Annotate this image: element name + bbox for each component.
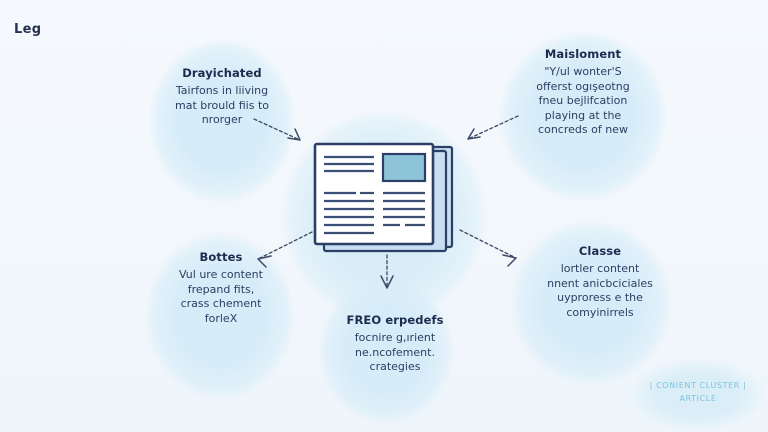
- cluster-title: Maisloment: [544, 47, 622, 61]
- cluster-title: FREO erpedefs: [346, 313, 444, 327]
- cluster-body-line: Tairfons in liiving: [175, 84, 269, 98]
- cluster-body-line: focnire g,ırient: [354, 331, 436, 345]
- document-text-lines-bottom-right: [383, 191, 425, 227]
- cluster-body: lortler content nnent anicbciciales uypr…: [512, 262, 688, 320]
- cluster-body-line: uyproress e the: [557, 291, 643, 305]
- legend-label: Leg: [14, 22, 42, 37]
- cluster-top-left[interactable]: Drayichated Tairfons in liiving mat brou…: [136, 66, 308, 128]
- cluster-body-line: "Y/ul wonter'S: [544, 65, 622, 79]
- article-document-icon: [312, 141, 458, 257]
- document-text-lines-top-left: [324, 155, 374, 173]
- cluster-body: Vul ure content frepand fits, crass chem…: [138, 268, 304, 326]
- cluster-body-line: nnent anicbciciales: [547, 276, 653, 290]
- cluster-body-line: lortler content: [560, 262, 640, 276]
- cluster-title: Classe: [578, 244, 622, 258]
- cluster-body: "Y/ul wonter'S offerst ogışeotng fneu be…: [494, 65, 672, 138]
- cluster-top-right[interactable]: Maisloment "Y/ul wonter'S offerst ogışeo…: [494, 47, 672, 138]
- cluster-title: Bottes: [199, 250, 243, 264]
- cluster-body-line: comyinirrels: [566, 305, 634, 319]
- cluster-body-line: ne.ncofement.: [355, 345, 435, 359]
- cluster-title: Drayichated: [182, 66, 262, 80]
- cluster-body: Tairfons in liiving mat brould fiis to n…: [136, 84, 308, 128]
- cluster-body-line: crategies: [369, 360, 421, 374]
- document-text-lines-bottom-left: [324, 191, 374, 235]
- cluster-body: focnire g,ırient ne.ncofement. crategies: [306, 331, 484, 375]
- cluster-circle-bottom-center: [318, 278, 454, 424]
- watermark-line-1: | CONIENT CLUSTER |: [649, 381, 747, 390]
- cluster-body-line: Vul ure content: [179, 268, 263, 282]
- cluster-body-line: concreds of new: [538, 123, 628, 137]
- watermark: | CONIENT CLUSTER | ARTICLE: [636, 380, 760, 406]
- watermark-line-2: ARTICLE: [679, 393, 717, 403]
- cluster-bottom-center[interactable]: FREO erpedefs focnire g,ırient ne.ncofem…: [306, 313, 484, 375]
- cluster-bottom-left[interactable]: Bottes Vul ure content frepand fits, cra…: [138, 250, 304, 326]
- cluster-body-line: fneu bejlifcation: [538, 94, 628, 108]
- cluster-body-line: nrorger: [201, 113, 243, 127]
- cluster-bottom-right[interactable]: Classe lortler content nnent anicbcicial…: [512, 244, 688, 320]
- cluster-body-line: playing at the: [544, 108, 622, 122]
- cluster-body-line: mat brould fiis to: [174, 98, 270, 112]
- cluster-circle-bottom-right: [510, 220, 672, 386]
- cluster-body-line: crass chement: [180, 297, 262, 311]
- document-image-block: [381, 152, 427, 183]
- cluster-body-line: frepand fits,: [187, 282, 255, 296]
- cluster-body-line: offerst ogışeotng: [536, 79, 630, 93]
- cluster-circle-top-right: [498, 30, 668, 202]
- cluster-body-line: forleX: [204, 311, 238, 325]
